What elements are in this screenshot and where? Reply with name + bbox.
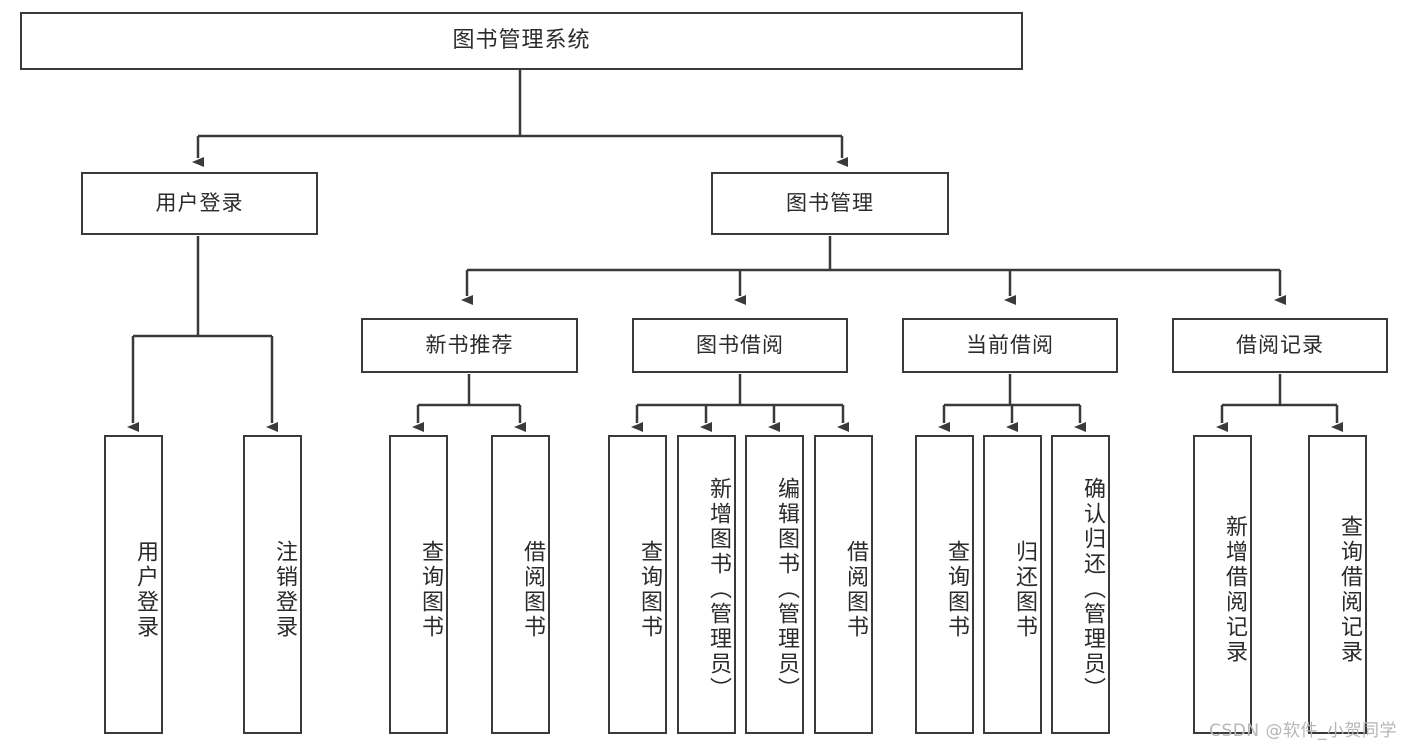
leaf-borrow-add-book-admin[interactable]: 新增图书（管理员） [677, 435, 736, 734]
node-label: 图书管理 [786, 190, 874, 215]
node-label: 归还图书 [1012, 539, 1037, 640]
leaf-current-query-book[interactable]: 查询图书 [915, 435, 974, 734]
leaf-current-return-book[interactable]: 归还图书 [983, 435, 1042, 734]
node-label: 新书推荐 [425, 332, 514, 357]
node-label: 图书借阅 [696, 332, 784, 357]
node-label: 借阅图书 [843, 539, 868, 640]
leaf-record-query-record[interactable]: 查询借阅记录 [1308, 435, 1367, 734]
node-label: 编辑图书（管理员） [774, 477, 799, 702]
node-label: 借阅图书 [520, 539, 545, 640]
watermark-credit: CSDN @软件_小贺同学 [1209, 721, 1397, 741]
node-label: 注销登录 [272, 539, 297, 640]
node-label: 查询借阅记录 [1337, 514, 1362, 665]
node-root-library-system[interactable]: 图书管理系统 [20, 12, 1023, 70]
node-label: 查询图书 [944, 539, 969, 640]
node-current-borrow[interactable]: 当前借阅 [902, 318, 1118, 373]
node-label: 图书管理系统 [452, 27, 591, 53]
node-book-borrow[interactable]: 图书借阅 [632, 318, 848, 373]
leaf-record-add-record[interactable]: 新增借阅记录 [1193, 435, 1252, 734]
node-label: 当前借阅 [966, 332, 1054, 357]
node-label: 借阅记录 [1236, 332, 1324, 357]
node-label: 确认归还（管理员） [1080, 477, 1105, 702]
leaf-current-confirm-return-admin[interactable]: 确认归还（管理员） [1051, 435, 1110, 734]
leaf-recommend-query-book[interactable]: 查询图书 [389, 435, 448, 734]
leaf-borrow-edit-book-admin[interactable]: 编辑图书（管理员） [745, 435, 804, 734]
leaf-recommend-borrow-book[interactable]: 借阅图书 [491, 435, 550, 734]
leaf-borrow-query-book[interactable]: 查询图书 [608, 435, 667, 734]
node-user-login[interactable]: 用户登录 [81, 172, 318, 235]
leaf-borrow-borrow-book[interactable]: 借阅图书 [814, 435, 873, 734]
node-label: 新增图书（管理员） [706, 477, 731, 702]
node-label: 查询图书 [418, 539, 443, 640]
node-label: 用户登录 [133, 539, 158, 640]
node-borrow-record[interactable]: 借阅记录 [1172, 318, 1388, 373]
node-book-management[interactable]: 图书管理 [711, 172, 949, 235]
node-label: 用户登录 [155, 190, 244, 215]
leaf-user-login-logout[interactable]: 注销登录 [243, 435, 302, 734]
node-new-book-recommend[interactable]: 新书推荐 [361, 318, 578, 373]
node-label: 查询图书 [637, 539, 662, 640]
leaf-user-login-login[interactable]: 用户登录 [104, 435, 163, 734]
node-label: 新增借阅记录 [1222, 514, 1247, 665]
